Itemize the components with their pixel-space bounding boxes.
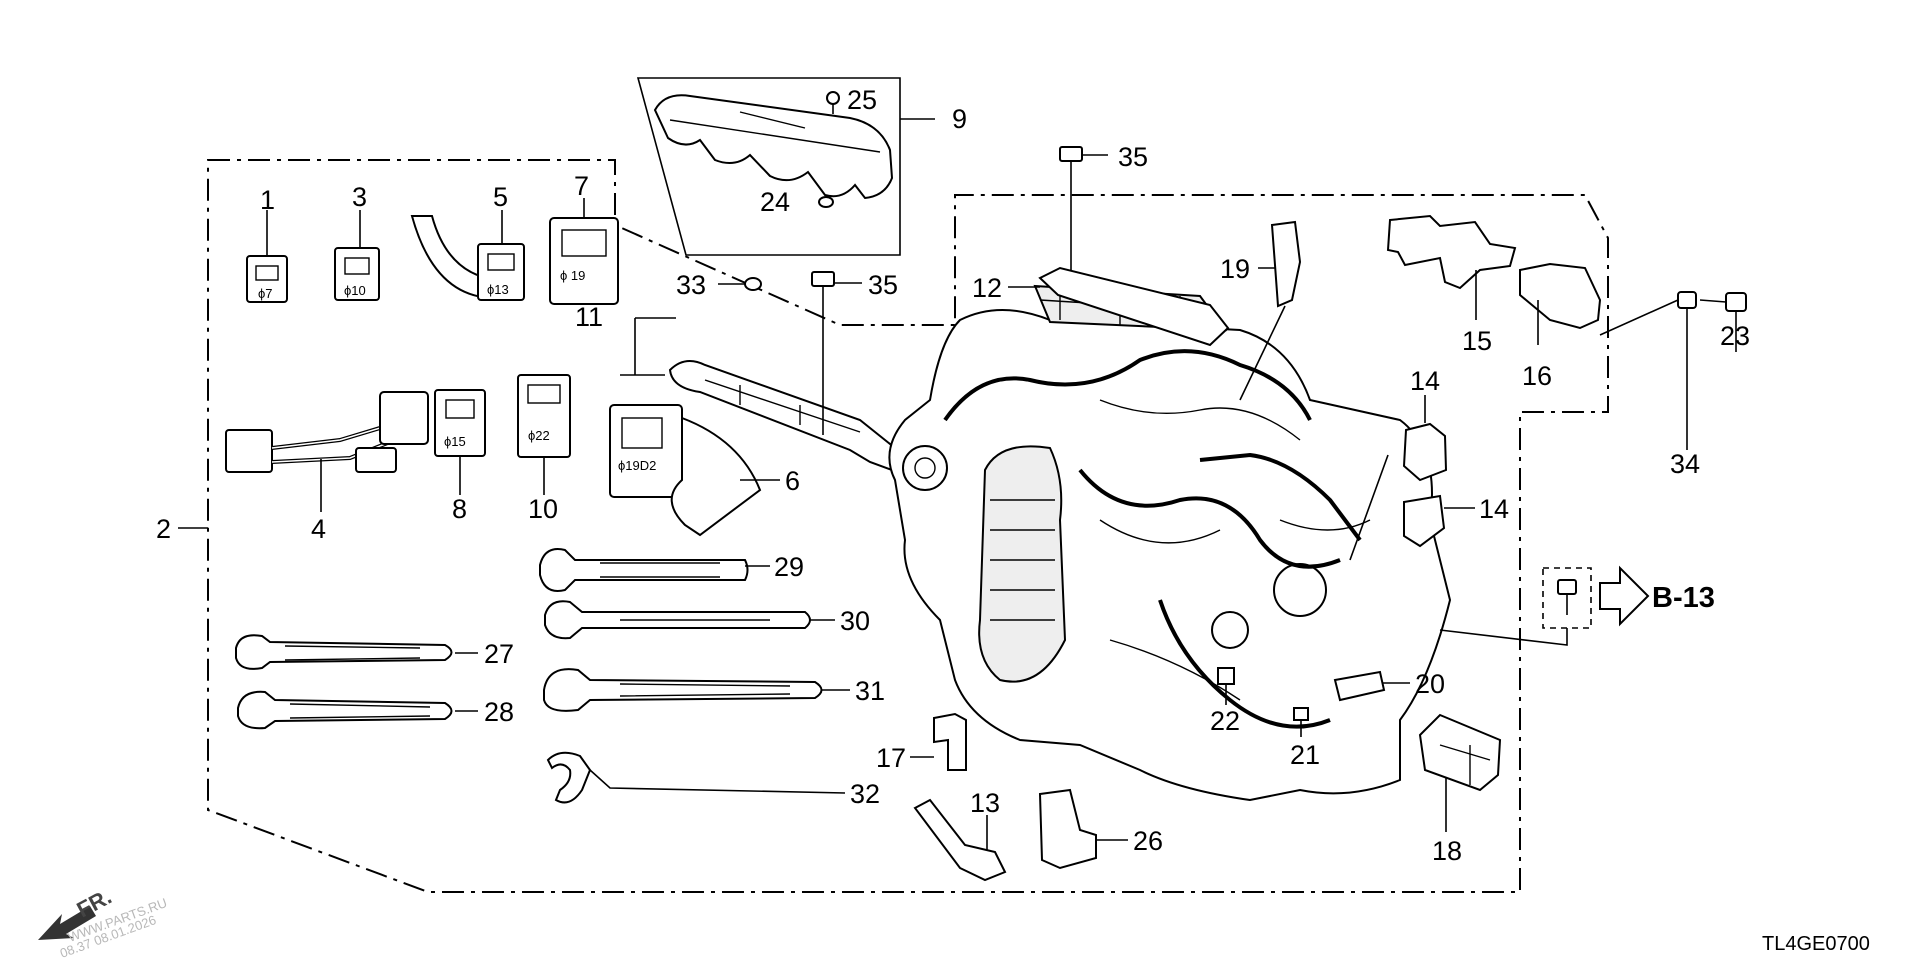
harness-4 [225, 391, 429, 473]
dim-label-1: ϕ7 [258, 286, 273, 301]
dim-label-3: ϕ10 [344, 283, 366, 298]
callout-11[interactable]: 11 [575, 302, 603, 332]
tie-29 [539, 548, 749, 592]
callout-32[interactable]: 32 [850, 779, 880, 809]
callout-3[interactable]: 3 [352, 182, 367, 212]
callout-19[interactable]: 19 [1220, 254, 1250, 284]
clamp-17 [933, 712, 967, 771]
connector-10 [517, 374, 571, 458]
clamp-13 [913, 798, 1007, 882]
callout-10[interactable]: 10 [528, 494, 558, 524]
callout-30[interactable]: 30 [840, 606, 870, 636]
tie-31 [543, 668, 823, 712]
callout-12[interactable]: 12 [972, 273, 1002, 303]
clip-20 [1333, 670, 1386, 702]
callout-35-lower[interactable]: 35 [868, 270, 898, 300]
callout-27[interactable]: 27 [484, 639, 514, 669]
bolt-23 [1699, 292, 1747, 312]
callout-22[interactable]: 22 [1210, 706, 1240, 736]
callout-13[interactable]: 13 [970, 788, 1000, 818]
engine-cover [653, 94, 894, 200]
callout-26[interactable]: 26 [1133, 826, 1163, 856]
callout-8[interactable]: 8 [452, 494, 467, 524]
callout-20[interactable]: 20 [1415, 669, 1445, 699]
bolt-25 [826, 91, 840, 114]
cover-group-bracket [636, 77, 901, 256]
arrow-front-icon [38, 906, 96, 940]
connector-18 [1418, 713, 1502, 792]
connector-6 [609, 404, 762, 537]
clamp-14-lower [1403, 494, 1446, 548]
callout-7[interactable]: 7 [574, 171, 589, 201]
bolt-35-lower [811, 271, 835, 308]
bracket-12 [1038, 266, 1230, 347]
dim-label-6: ϕ19D2 [618, 458, 656, 473]
nut-24 [818, 196, 834, 208]
callout-4[interactable]: 4 [311, 514, 326, 544]
callout-18[interactable]: 18 [1432, 836, 1462, 866]
clip-22 [1217, 667, 1235, 685]
callout-33[interactable]: 33 [676, 270, 706, 300]
callout-28[interactable]: 28 [484, 697, 514, 727]
callout-34[interactable]: 34 [1670, 449, 1700, 479]
tie-28 [237, 690, 453, 730]
bolt-34 [1599, 291, 1697, 336]
callout-21[interactable]: 21 [1290, 740, 1320, 770]
tie-30 [544, 600, 811, 640]
callout-14-upper[interactable]: 14 [1410, 366, 1440, 396]
callout-17[interactable]: 17 [876, 743, 906, 773]
sensor-19 [1270, 220, 1302, 308]
bolt-b13 [1557, 579, 1577, 615]
callout-1[interactable]: 1 [260, 185, 275, 215]
callout-9[interactable]: 9 [952, 104, 967, 134]
reference-b13[interactable]: B-13 [1652, 582, 1715, 614]
callout-16[interactable]: 16 [1522, 361, 1552, 391]
callout-24[interactable]: 24 [760, 187, 790, 217]
tie-27 [235, 634, 453, 670]
callout-2[interactable]: 2 [156, 514, 171, 544]
bolt-21 [1293, 707, 1309, 721]
clip-33 [744, 277, 762, 291]
dim-label-8: ϕ15 [444, 434, 466, 449]
bracket-16 [1519, 262, 1602, 330]
connector-3 [334, 247, 380, 301]
callout-15[interactable]: 15 [1462, 326, 1492, 356]
callout-23[interactable]: 23 [1720, 321, 1750, 351]
callout-6[interactable]: 6 [785, 466, 800, 496]
connector-5 [410, 215, 525, 301]
callout-29[interactable]: 29 [774, 552, 804, 582]
dim-label-5: ϕ13 [487, 282, 509, 297]
dim-label-10: ϕ22 [528, 428, 550, 443]
connector-7 [549, 217, 619, 305]
connector-8 [434, 389, 486, 457]
bracket-15 [1386, 214, 1517, 290]
callout-5[interactable]: 5 [493, 182, 508, 212]
callout-35-upper[interactable]: 35 [1118, 142, 1148, 172]
connector-1 [246, 255, 288, 303]
dim-label-7: ϕ 19 [560, 268, 585, 283]
callout-31[interactable]: 31 [855, 676, 885, 706]
engine-assembly [888, 284, 1452, 802]
clamp-14-upper [1402, 422, 1448, 482]
callout-14-lower[interactable]: 14 [1479, 494, 1509, 524]
arrow-right-icon [1599, 565, 1650, 627]
clip-32 [546, 751, 846, 804]
callout-25[interactable]: 25 [847, 85, 877, 115]
kit-boundary [207, 159, 1609, 893]
bracket-26 [1038, 788, 1097, 870]
drawing-code: TL4GE0700 [1762, 933, 1870, 955]
bolt-35-upper [1059, 146, 1083, 185]
